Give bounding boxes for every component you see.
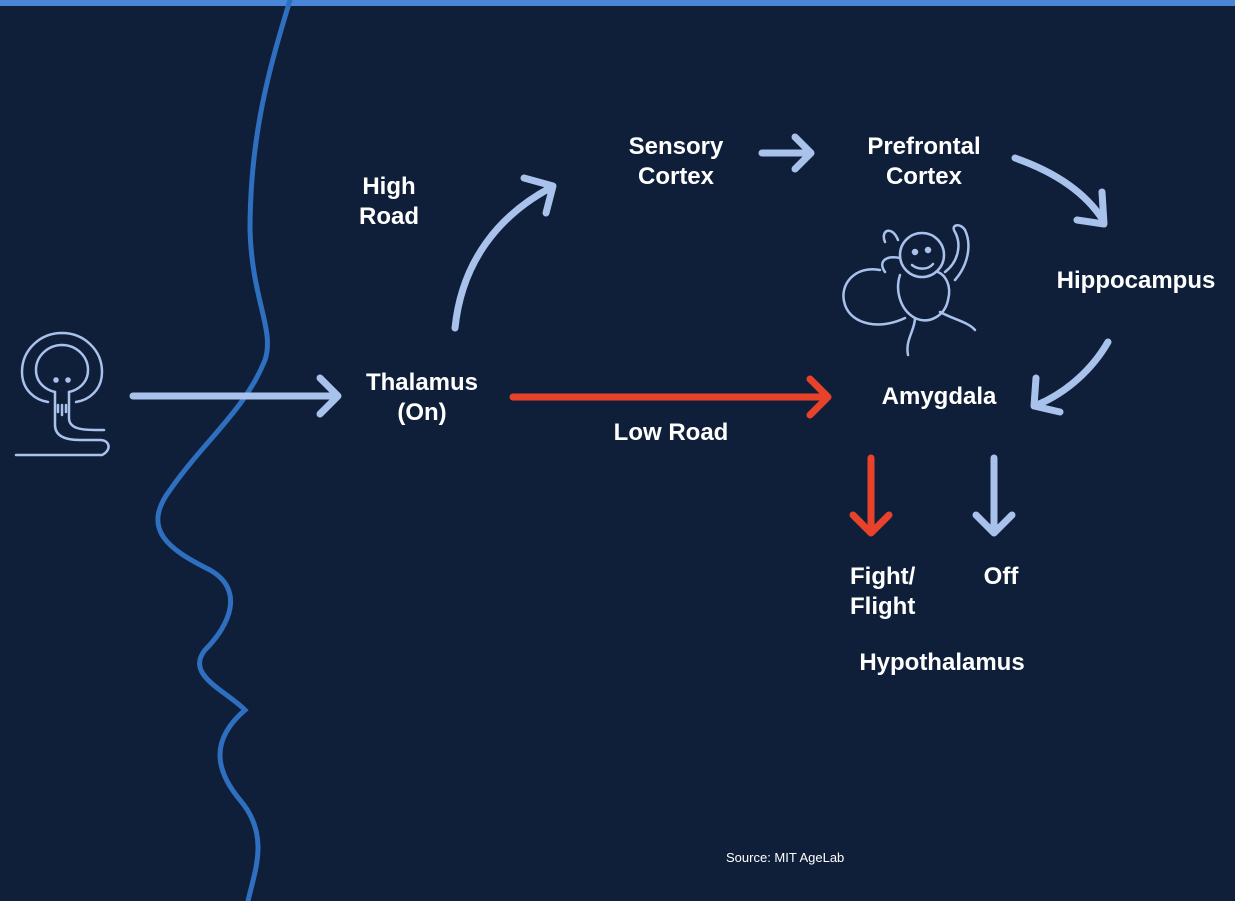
arrow-amygdala-to-off: [972, 454, 1016, 537]
monkey-icon: [842, 224, 977, 357]
arrow-low-road: [509, 375, 832, 419]
label-sensory-cortex-line2: Cortex: [637, 163, 715, 190]
label-off: Off: [983, 563, 1019, 590]
label-prefrontal-cortex-line1: Prefrontal: [867, 133, 981, 160]
label-thalamus-line1: Thalamus: [365, 369, 479, 396]
label-fight-flight-line2: Flight: [850, 593, 916, 620]
label-high-road-line2: Road: [359, 203, 419, 230]
label-thalamus: Thalamus (On): [366, 368, 478, 428]
label-fight-flight-line1: Fight/: [850, 563, 916, 590]
label-sensory-cortex: Sensory Cortex: [629, 132, 724, 192]
label-high-road-line1: High: [362, 173, 416, 200]
label-high-road: High Road: [359, 172, 419, 232]
label-prefrontal-cortex-line2: Cortex: [885, 163, 963, 190]
source-credit: Source: MIT AgeLab: [726, 850, 845, 865]
face-profile-outline: [155, 0, 293, 901]
label-amygdala: Amygdala: [881, 383, 997, 410]
label-fight-flight: Fight/ Flight: [850, 562, 915, 622]
snake-icon: [14, 331, 110, 457]
label-sensory-cortex-line1: Sensory: [628, 133, 724, 160]
label-hippocampus: Hippocampus: [1056, 267, 1216, 294]
top-accent-bar: [0, 0, 1235, 6]
arrow-hippocampus-to-amygdala: [1030, 338, 1112, 416]
arrow-sensory-to-prefrontal: [758, 133, 815, 173]
arrow-amygdala-to-fight-flight: [849, 454, 893, 537]
arrow-high-road: [451, 174, 557, 332]
label-hypothalamus: Hypothalamus: [859, 649, 1025, 676]
arrow-stimulus-to-thalamus: [129, 374, 342, 418]
label-low-road: Low Road: [613, 419, 729, 446]
label-prefrontal-cortex: Prefrontal Cortex: [867, 132, 980, 192]
label-thalamus-line2: (On): [397, 399, 447, 426]
arrow-prefrontal-to-hippocampus: [1011, 154, 1108, 228]
